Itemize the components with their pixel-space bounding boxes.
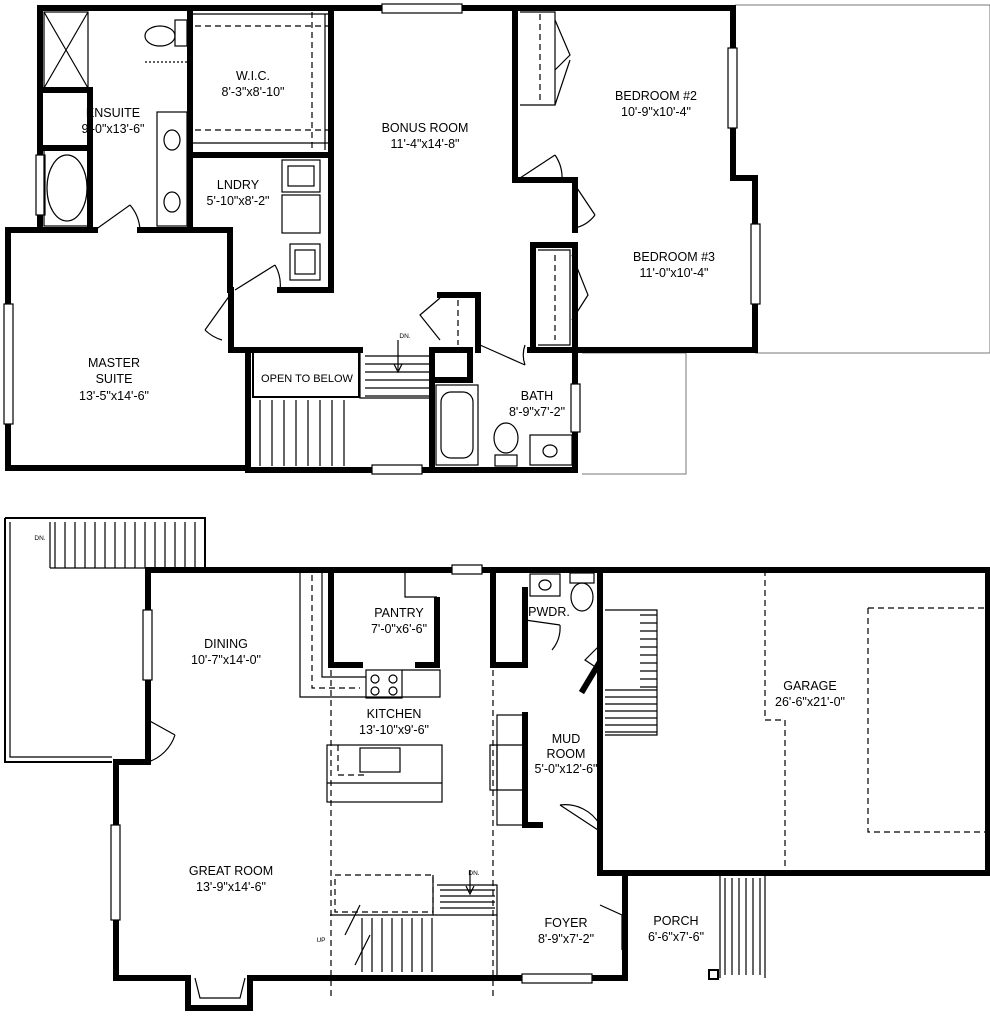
lower-roof-outline [582,352,687,475]
garage-door-line [867,607,985,833]
main-stair-dn-label: DN. [468,870,479,877]
room-name-bedroom2: BEDROOM #2 [615,89,697,103]
deck-dn-label: DN. [34,535,45,542]
window [142,609,153,681]
room-name-bath: BATH [521,389,553,403]
bathtub [435,384,479,466]
door[interactable] [516,154,563,181]
room-name-garage: GARAGE [783,679,837,693]
room-dims-bonus: 11'-4"x14'-8" [390,137,459,151]
room-name-ensuite: ENSUITE [86,106,140,120]
shower [43,11,89,89]
room-dims-garage: 26'-6"x21'-0" [775,695,845,709]
cooktop [365,669,403,699]
room-name-lndry: LNDRY [217,178,260,192]
door[interactable] [559,804,601,831]
porch-stairs [724,878,761,975]
window [451,564,483,575]
room-name-dining: DINING [204,637,248,651]
laundry-sink [289,243,321,281]
garage-stairs [605,614,657,733]
deck-stairs [49,522,196,569]
room-dims-lndry: 5'-10"x8'-2" [207,194,270,208]
room-name-master: MASTER [88,356,140,370]
room-dims-great: 13'-9"x14'-6" [196,880,266,894]
room-name-pwdr: PWDR. [528,605,570,619]
room-name-mudroom-2: ROOM [547,747,586,761]
room-name-great: GREAT ROOM [189,864,273,878]
toilet [494,454,518,467]
window [381,3,463,14]
room-name-bedroom3: BEDROOM #3 [633,250,715,264]
door[interactable] [94,204,141,231]
main-exterior-wall [113,567,990,1011]
room-dims-kitchen: 13'-10"x9'-6" [359,723,429,737]
window [110,824,121,921]
room-name-porch: PORCH [653,914,698,928]
door[interactable] [419,297,441,341]
bonus-left-wall [277,5,334,293]
roof-outline [735,4,990,354]
door[interactable] [584,644,601,671]
room-name-wic: W.I.C. [236,69,270,83]
room-dims-bedroom3: 11'-0"x10'-4" [639,266,708,280]
room-labels: ENSUITE 9'-0"x13'-6" W.I.C. 8'-3"x8'-10"… [34,69,845,946]
window [727,47,738,129]
kitchen-sink [359,747,401,773]
room-dims-porch: 6'-6"x7'-6" [648,930,704,944]
room-dims-master: 13'-5"x14'-6" [79,389,149,403]
open-to-below [252,351,360,398]
door[interactable] [479,344,526,366]
door[interactable] [147,719,176,763]
room-dims-bath: 8'-9"x7'-2" [509,405,565,419]
window [35,154,46,216]
room-name-mudroom: MUD [552,732,580,746]
vanity [156,111,188,227]
window [570,383,581,433]
dryer [281,194,321,234]
deck [5,517,206,570]
room-name-bonus: BONUS ROOM [382,121,469,135]
door[interactable] [204,294,231,341]
washer [281,159,321,193]
room-dims-foyer: 8'-9"x7'-2" [538,932,594,946]
room-name-master-2: SUITE [96,372,133,386]
main-stair-up-label: UP [316,937,325,944]
window [371,464,423,475]
window [750,223,761,305]
open-to-below-label: OPEN TO BELOW [261,373,354,385]
toilet [569,572,595,584]
room-name-kitchen: KITCHEN [367,707,422,721]
upper-stairs [259,355,430,466]
main-floor [4,517,990,1011]
toilet [174,19,188,47]
room-dims-wic: 8'-3"x8'-10" [222,85,285,99]
lockers [496,714,526,826]
bedroom2-wall [512,5,578,183]
window [521,973,593,984]
kitchen-island [326,744,443,803]
stair-dn-label: DN. [399,333,410,340]
door[interactable] [234,264,281,291]
room-dims-dining: 10'-7"x14'-0" [191,653,261,667]
pwdr-sink [529,573,561,597]
room-dims-mudroom: 5'-0"x12'-6" [535,762,598,776]
window [3,303,14,425]
door[interactable] [599,904,623,950]
room-name-foyer: FOYER [544,916,587,930]
room-dims-bedroom2: 10'-9"x10'-4" [621,105,691,119]
bath-vanity [529,434,573,466]
main-stairs [361,889,495,972]
door[interactable] [524,619,561,651]
room-name-pantry: PANTRY [374,606,424,620]
room-dims-ensuite: 9'-0"x13'-6" [82,122,145,136]
bathtub [46,154,88,222]
door[interactable] [574,184,596,229]
upper-floor [3,3,990,475]
room-dims-pantry: 7'-0"x6'-6" [371,622,427,636]
